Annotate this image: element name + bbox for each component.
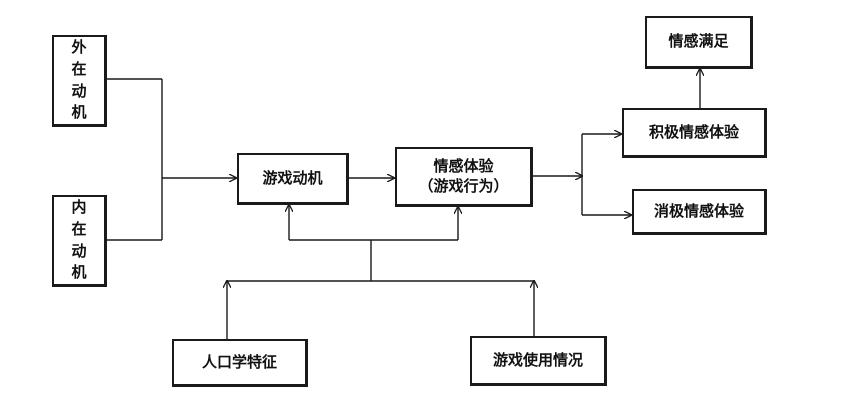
- game-usage-box: 游戏使用情况: [470, 336, 607, 386]
- game-motive-label: 游戏动机: [262, 168, 323, 187]
- positive-experience-box: 积极情感体验: [622, 108, 767, 158]
- emotional-satisfaction-label: 情感满足: [668, 32, 729, 51]
- emotional-experience-box: 情感体验 （游戏行为）: [395, 147, 533, 207]
- external-motive-char: 外: [71, 38, 87, 56]
- positive-experience-label: 积极情感体验: [648, 122, 739, 141]
- internal-motive-char: 动: [71, 241, 87, 260]
- internal-motive-char: 机: [71, 263, 87, 282]
- negative-experience-label: 消极情感体验: [653, 201, 744, 220]
- demographics-box: 人口学特征: [172, 339, 308, 387]
- external-motive-char: 动: [71, 81, 87, 100]
- internal-motive-char: 内: [71, 198, 87, 216]
- demographics-label: 人口学特征: [201, 352, 277, 371]
- emotional-experience-sublabel: （游戏行为）: [418, 176, 509, 195]
- emotional-experience-label: 情感体验: [433, 157, 494, 175]
- emotional-satisfaction-box: 情感满足: [645, 16, 753, 69]
- game-motive-box: 游戏动机: [237, 153, 349, 205]
- external-motive-char: 机: [71, 103, 87, 122]
- internal-motive-box: 内 在 动 机: [52, 195, 107, 287]
- external-motive-char: 在: [71, 59, 87, 78]
- internal-motive-char: 在: [71, 219, 87, 238]
- negative-experience-box: 消极情感体验: [632, 189, 767, 235]
- game-usage-label: 游戏使用情况: [492, 350, 583, 369]
- external-motive-box: 外 在 动 机: [52, 35, 107, 127]
